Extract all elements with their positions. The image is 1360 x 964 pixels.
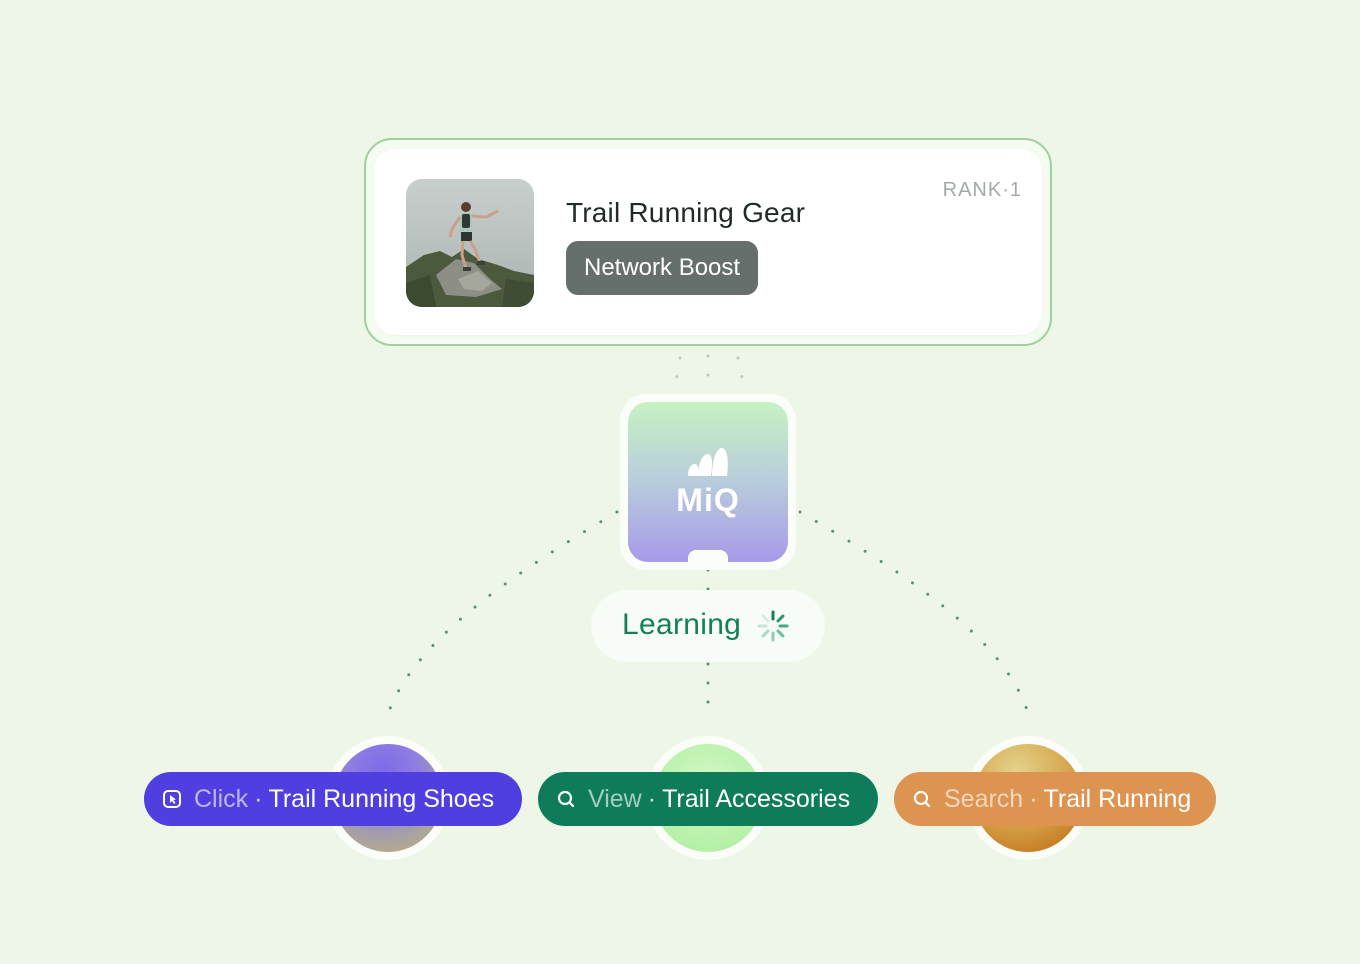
- miq-engine[interactable]: MiQ: [620, 394, 796, 570]
- miq-notch: [688, 550, 728, 562]
- connector-card-right: [736, 356, 745, 384]
- learning-label: Learning: [622, 608, 742, 641]
- event-search-pill[interactable]: Search · Trail Running: [894, 772, 1216, 826]
- learning-status: Learning: [591, 590, 825, 662]
- miq-logo-icon: [688, 448, 728, 476]
- event-click-target: Trail Running Shoes: [268, 784, 495, 813]
- rank-label: RANK·1: [942, 179, 1022, 201]
- product-card-body: Trail Running Gear Network Boost RANK·1: [374, 149, 1042, 335]
- event-view-target: Trail Accessories: [662, 784, 851, 813]
- connector-left: [384, 510, 619, 722]
- miq-engine-box: MiQ: [628, 402, 788, 562]
- loading-spinner-icon: [757, 610, 789, 642]
- event-view-separator: ·: [647, 784, 657, 813]
- runner-photo: [406, 179, 534, 307]
- search-icon: [913, 790, 931, 808]
- event-search-action: Search: [944, 784, 1024, 813]
- event-click-separator: ·: [254, 784, 263, 813]
- product-card[interactable]: Trail Running Gear Network Boost RANK·1: [364, 138, 1052, 346]
- click-icon: [163, 790, 181, 808]
- event-search-target: Trail Running: [1043, 784, 1192, 813]
- connector-card-left: [674, 356, 682, 384]
- product-title: Trail Running Gear: [566, 197, 806, 228]
- event-search-separator: ·: [1029, 784, 1038, 813]
- event-click-action: Click: [194, 784, 249, 813]
- event-click-pill[interactable]: Click · Trail Running Shoes: [144, 772, 522, 826]
- network-boost-badge[interactable]: Network Boost: [566, 241, 759, 295]
- connector-right: [798, 510, 1032, 722]
- search-icon: [557, 790, 575, 808]
- event-view-action: View: [588, 784, 642, 813]
- event-view-pill[interactable]: View · Trail Accessories: [538, 772, 878, 826]
- miq-label: MiQ: [676, 482, 740, 518]
